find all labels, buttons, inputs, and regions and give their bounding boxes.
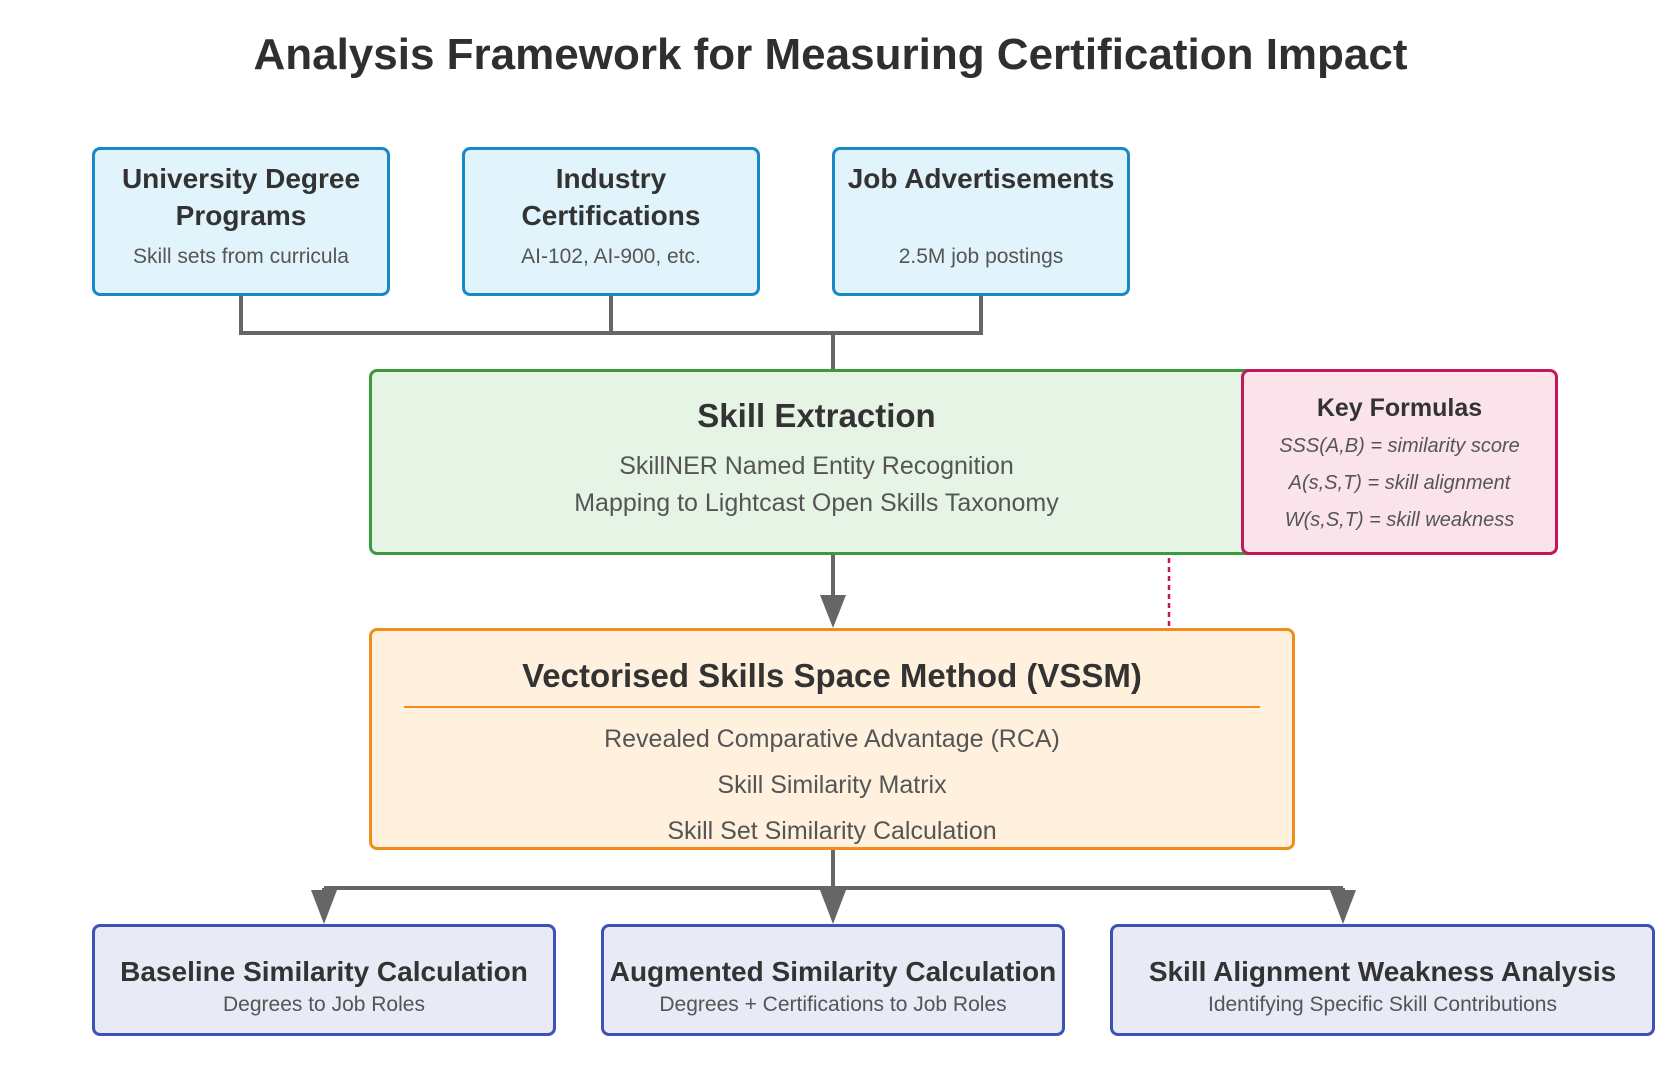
arrowhead [311,890,337,924]
key-formulas-box: Key Formulas SSS(A,B) = similarity score… [1241,369,1558,555]
formula-item: W(s,S,T) = skill weakness [1284,509,1515,531]
formula-item: A(s,S,T) = skill alignment [1288,472,1511,494]
output-title: Augmented Similarity Calculation [609,956,1057,987]
vssm-title: Vectorised Skills Space Method (VSSM) [522,657,1142,694]
output-skill-alignment-weakness: Skill Alignment Weakness Analysis Identi… [1110,924,1655,1036]
vssm-line: Revealed Comparative Advantage (RCA) [604,725,1060,753]
source-title: Job Advertisements [835,160,1127,197]
diagram-title: Analysis Framework for Measuring Certifi… [253,30,1408,79]
source-merge-connector [239,296,983,369]
source-title-line: University Degree [121,163,361,194]
vssm-box: Vectorised Skills Space Method (VSSM) Re… [369,628,1295,850]
vssm-divider [404,706,1260,708]
source-university-degree-programs: University Degree Programs Skill sets fr… [92,147,390,296]
output-title: Baseline Similarity Calculation [120,956,528,987]
key-formulas-title: Key Formulas [1316,394,1483,422]
output-title: Skill Alignment Weakness Analysis [1148,956,1617,987]
output-baseline-similarity: Baseline Similarity Calculation Degrees … [92,924,556,1036]
source-job-advertisements: Job Advertisements 2.5M job postings [832,147,1130,296]
source-subtitle: Skill sets from curricula [133,245,349,268]
source-title: Industry Certifications [465,160,757,234]
vssm-line: Skill Similarity Matrix [717,771,947,799]
output-subtitle: Degrees + Certifications to Job Roles [659,993,1007,1016]
arrowhead [820,890,846,924]
skill-extraction-box: Skill Extraction SkillNER Named Entity R… [369,369,1264,555]
vssm-line: Skill Set Similarity Calculation [667,817,997,845]
skill-extraction-line: SkillNER Named Entity Recognition [619,452,1014,480]
skill-extraction-title: Skill Extraction [697,397,936,434]
arrowhead [820,595,846,628]
source-subtitle: 2.5M job postings [898,245,1064,268]
source-title-line: Certifications [521,200,701,231]
source-subtitle: AI-102, AI-900, etc. [521,245,701,268]
vssm-to-outputs-connector [322,850,1345,896]
source-industry-certifications: Industry Certifications AI-102, AI-900, … [462,147,760,296]
source-title: University Degree Programs [95,160,387,234]
source-title-line: Programs [175,200,307,231]
arrowhead [1330,890,1356,924]
output-augmented-similarity: Augmented Similarity Calculation Degrees… [601,924,1065,1036]
source-title-line: Industry [555,163,667,194]
source-title-line: Job Advertisements [847,163,1115,194]
skill-extraction-line: Mapping to Lightcast Open Skills Taxonom… [574,489,1059,517]
formula-item: SSS(A,B) = similarity score [1279,435,1520,457]
output-subtitle: Degrees to Job Roles [223,993,425,1016]
output-subtitle: Identifying Specific Skill Contributions [1207,993,1557,1016]
